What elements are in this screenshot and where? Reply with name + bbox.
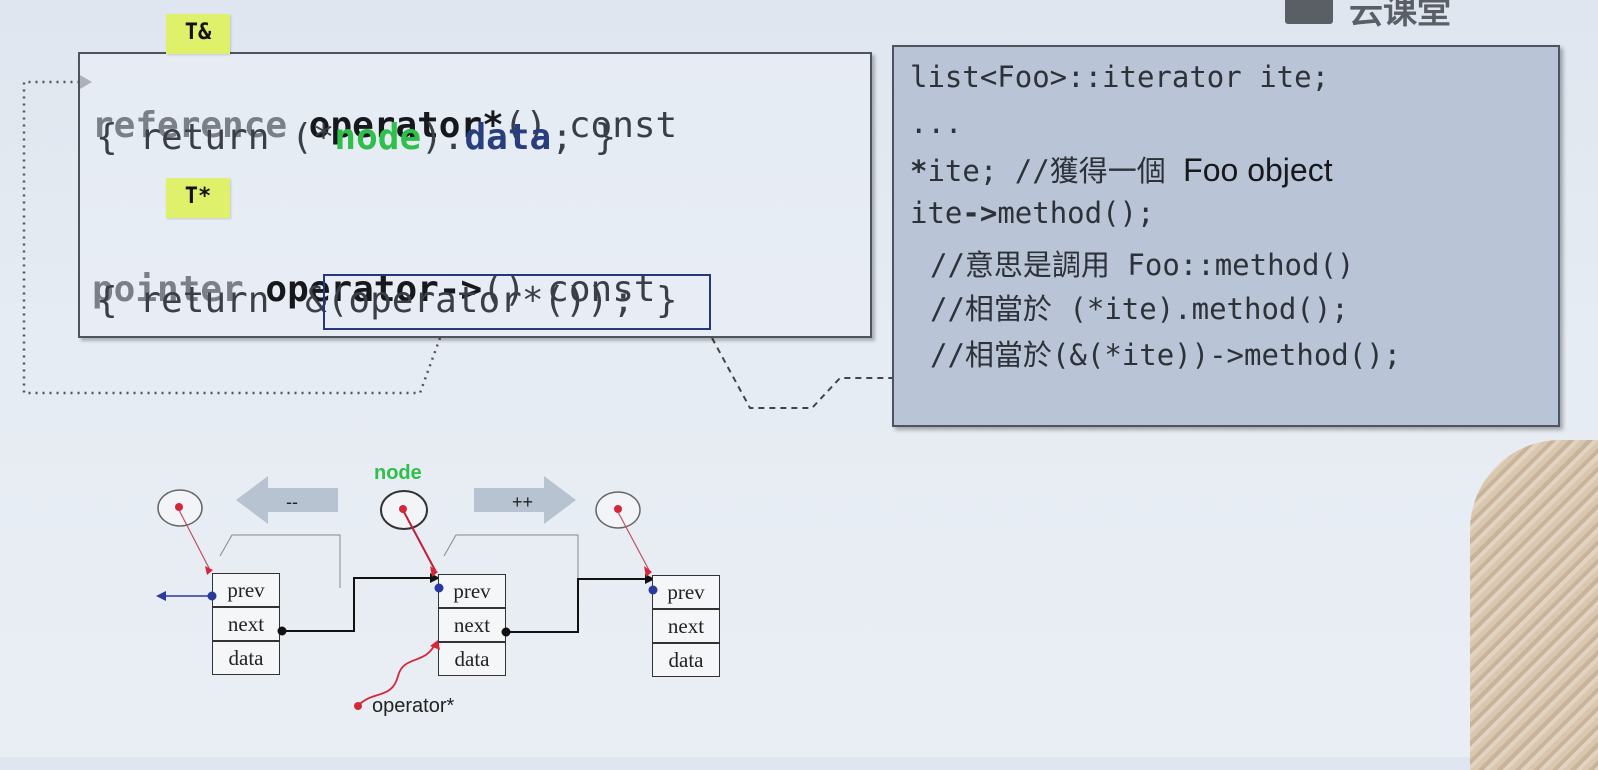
decrement-arrow: -- xyxy=(236,476,338,524)
right-line-3: *ite; //獲得一個 Foo object xyxy=(910,148,1333,190)
right-line-4: ite->method(); xyxy=(910,196,1154,230)
cloud-left-dot xyxy=(175,503,183,511)
cell-prev: prev xyxy=(212,573,280,607)
next-arrow-2 xyxy=(506,578,645,633)
backlink-2 xyxy=(443,534,579,588)
cloud-middle-dot xyxy=(399,505,407,513)
type-pointer: pointer xyxy=(92,269,244,310)
presenter-shoulder xyxy=(1470,440,1598,770)
arrowhead-mid-prev xyxy=(430,566,438,577)
tag-t-ref: T& xyxy=(166,14,230,54)
increment-arrow: ++ xyxy=(474,476,576,524)
prev-dot-left xyxy=(207,591,217,601)
pointer-left xyxy=(178,509,211,571)
cell-data: data xyxy=(438,642,506,676)
next-dot-left xyxy=(277,626,287,636)
speech-bubble-icon xyxy=(1285,0,1333,24)
comment-code-7: (&(*ite))->method(); xyxy=(1051,338,1402,372)
operator-squiggle xyxy=(357,641,437,707)
arrow-op: -> xyxy=(962,196,998,230)
arrowhead-operator xyxy=(430,640,440,650)
pointer-middle xyxy=(403,511,437,573)
prev-dot-right xyxy=(648,585,658,595)
right-line-1: list<Foo>::iterator ite; xyxy=(910,60,1330,94)
logo-text: 云课堂 xyxy=(1349,0,1451,32)
comment-prefix-5: // xyxy=(930,248,965,282)
right-line-5: //意思是調用 Foo::method() xyxy=(930,242,1354,284)
comment-code-5: Foo::method() xyxy=(1127,248,1355,282)
comment-cjk-1: 獲得一個 xyxy=(1049,154,1166,188)
cell-prev: prev xyxy=(438,574,506,608)
cell-next: next xyxy=(212,607,280,641)
cloud-right-dot xyxy=(614,505,622,513)
foo-object-text: Foo object xyxy=(1183,152,1333,188)
return-open: { return (* xyxy=(96,117,335,158)
code-line-reference: reference operator*() const xyxy=(92,64,677,146)
method-call: method(); xyxy=(997,196,1155,230)
cell-next: next xyxy=(652,609,720,643)
ite-text: ite xyxy=(910,196,963,230)
operator-dot xyxy=(354,702,362,710)
op-star: operator* xyxy=(308,105,504,146)
cloud-classroom-logo: 云课堂 xyxy=(1285,0,1545,32)
return-end: ; } xyxy=(551,117,617,158)
comment-cjk-5: 意思是調用 xyxy=(964,248,1110,282)
dotted-loop-line xyxy=(22,80,442,395)
decrement-label: -- xyxy=(286,492,298,512)
right-code-box xyxy=(892,45,1560,427)
arrowhead-right-prev xyxy=(644,566,652,577)
deref-star: * xyxy=(910,154,928,188)
ite-comment: ite; // xyxy=(927,154,1050,188)
next-arrow-1 xyxy=(282,577,430,632)
comment-prefix-7: // xyxy=(930,338,965,372)
pointer-right xyxy=(617,511,651,573)
backlink-1 xyxy=(219,534,341,588)
return-end-2: ; } xyxy=(612,280,678,321)
cell-next: next xyxy=(438,608,506,642)
code-line-return-address: { return &(operator*()); } xyxy=(96,280,678,321)
arrowhead-left-prev xyxy=(205,566,213,575)
const-rest-1: () const xyxy=(503,105,678,146)
comment-cjk-6: 相當於 xyxy=(964,292,1052,326)
comment-cjk-7: 相當於 xyxy=(964,338,1052,372)
return-close: ). xyxy=(421,117,465,158)
cell-data: data xyxy=(212,641,280,675)
right-line-2: ... xyxy=(910,106,963,140)
next-dot-middle xyxy=(501,627,511,637)
comment-code-6: (*ite).method(); xyxy=(1069,292,1349,326)
highlight-box xyxy=(323,274,711,330)
prev-dot-middle xyxy=(434,583,444,593)
cell-prev: prev xyxy=(652,575,720,609)
type-reference: reference xyxy=(92,105,288,146)
node-keyword: node xyxy=(334,117,422,158)
return-open-2: { return xyxy=(96,280,292,321)
increment-label: ++ xyxy=(512,492,533,512)
boxed-expression: &(operator*()) xyxy=(305,280,609,321)
code-line-return-data: { return (*node).data; } xyxy=(96,117,616,158)
right-line-6: //相當於 (*ite).method(); xyxy=(930,286,1349,328)
data-keyword: data xyxy=(464,117,552,158)
comment-prefix-6: // xyxy=(930,292,965,326)
tag-t-ptr: T* xyxy=(166,178,230,218)
cell-data: data xyxy=(652,643,720,677)
node-label: node xyxy=(374,462,422,484)
right-line-7: //相當於(&(*ite))->method(); xyxy=(930,332,1401,374)
operator-label: operator* xyxy=(372,695,454,717)
